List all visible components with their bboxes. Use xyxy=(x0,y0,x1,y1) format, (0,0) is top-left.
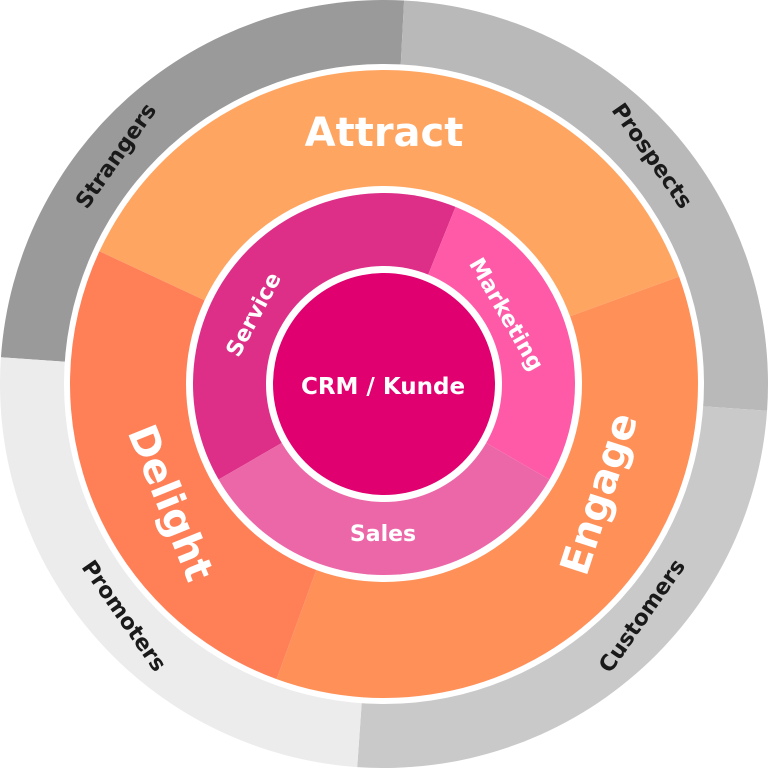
label-attract: Attract xyxy=(305,110,464,156)
label-crm-kunde: CRM / Kunde xyxy=(301,374,465,400)
label-sales: Sales xyxy=(350,522,416,547)
center-circle xyxy=(273,273,495,495)
